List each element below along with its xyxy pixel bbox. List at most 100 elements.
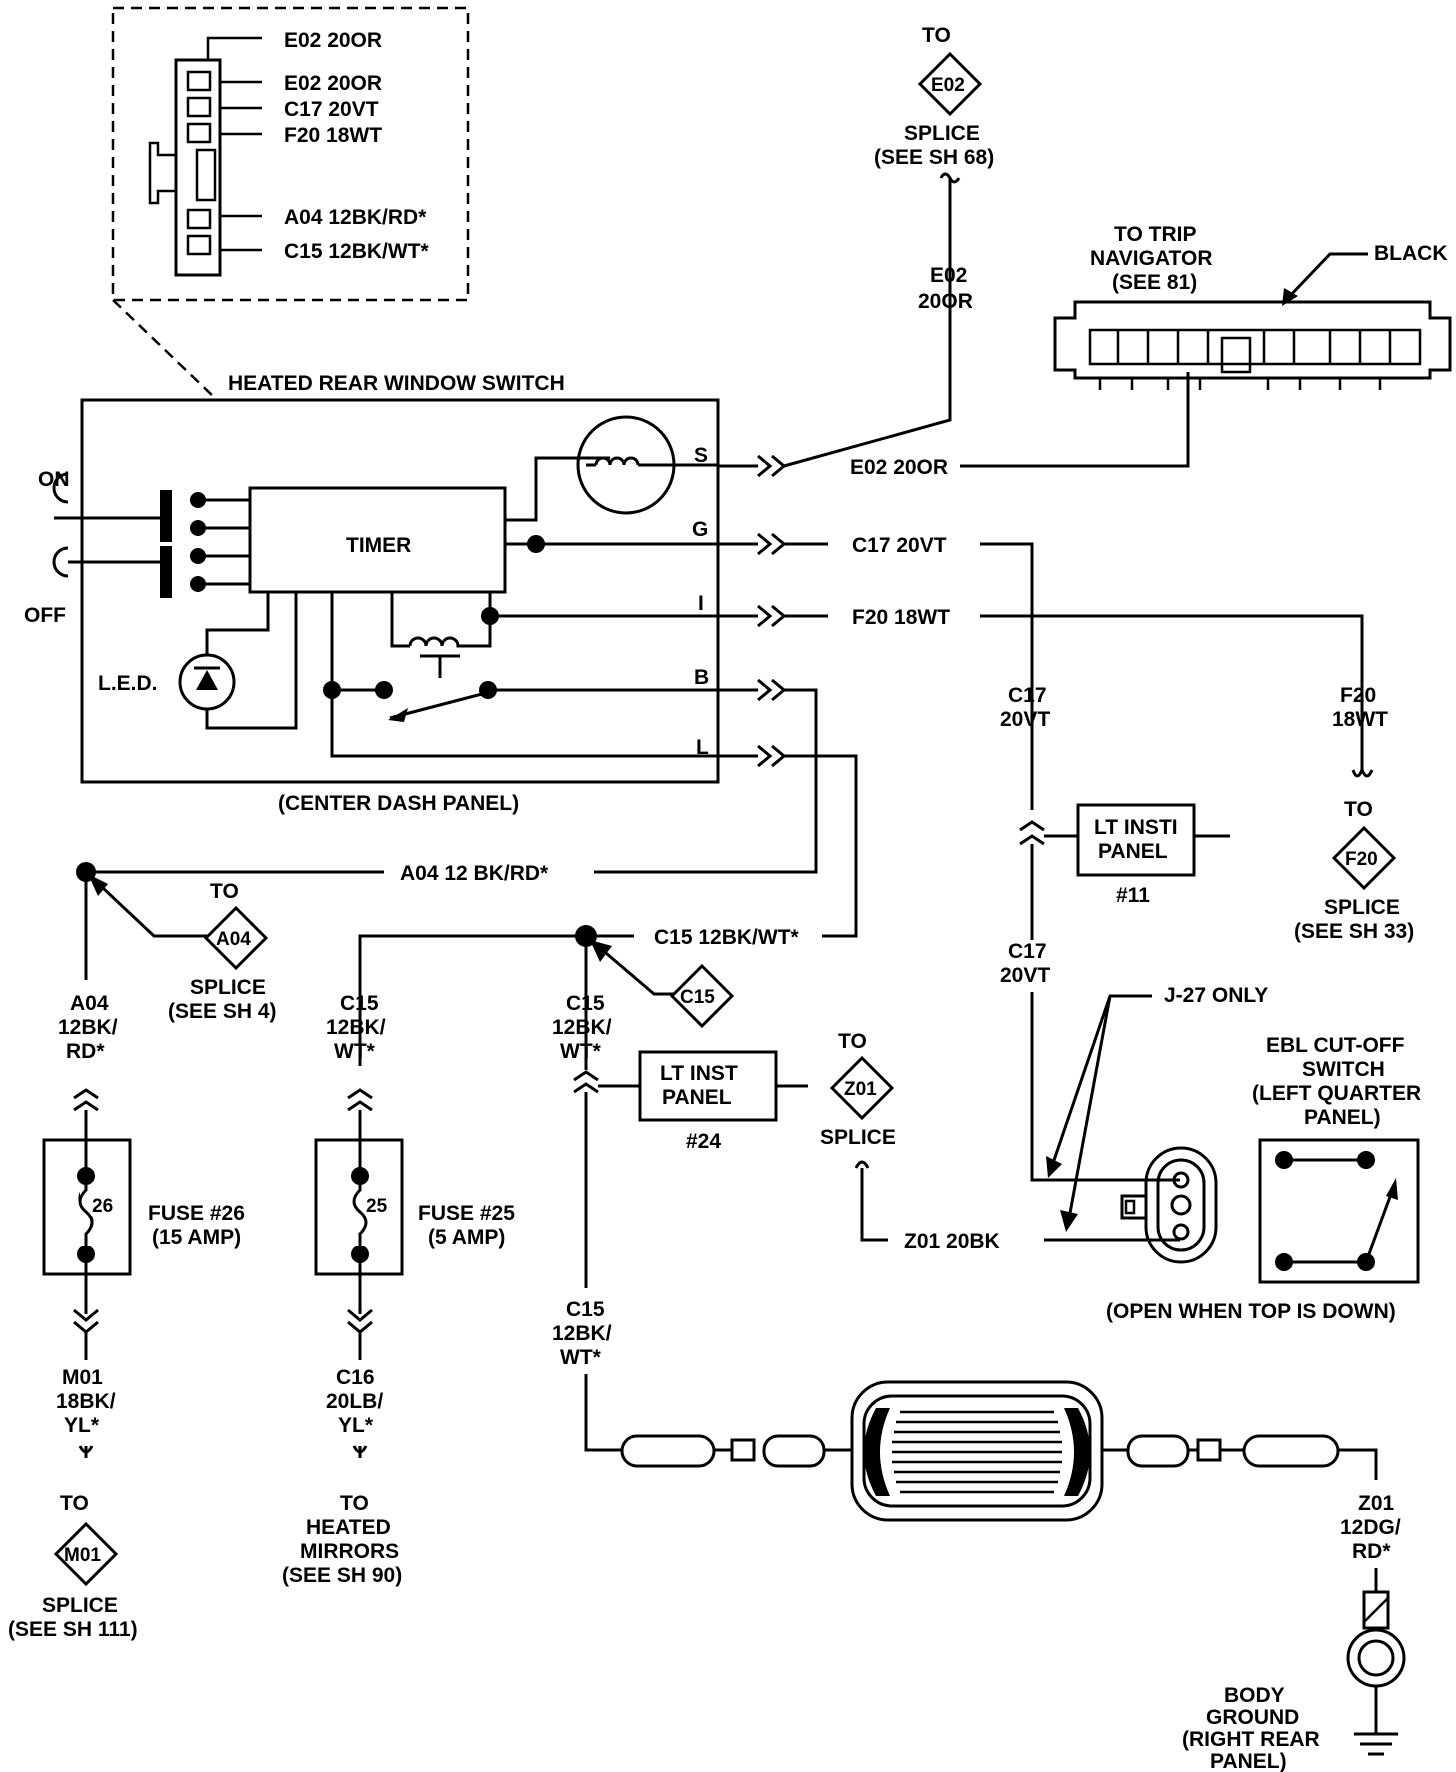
panel-number: #24 <box>686 1130 721 1153</box>
c17-wire-label: 20VT <box>1000 708 1050 731</box>
splice-to-label: TO <box>210 880 239 903</box>
splice-to-label: TO <box>1344 798 1373 821</box>
panel-label: LT INSTI <box>1094 816 1178 839</box>
a04-wire-label: 12BK/ <box>58 1016 118 1039</box>
splice-z01: TO Z01 SPLICE <box>820 1030 896 1149</box>
splice-id: E02 <box>931 75 965 96</box>
z01-wire-label: Z01 <box>1358 1492 1395 1515</box>
rear-window-grid <box>620 1380 1340 1522</box>
f20-wire-label: F20 18WT <box>852 606 950 629</box>
switch-title: HEATED REAR WINDOW SWITCH <box>228 372 565 395</box>
connector-pin-label: C17 20VT <box>284 98 379 121</box>
ground-label: PANEL) <box>1210 1750 1287 1772</box>
splice-label: SPLICE <box>190 976 266 999</box>
body-ground-label: BODY GROUND (RIGHT REAR PANEL) <box>1182 1684 1320 1772</box>
panel-label: PANEL <box>1098 840 1168 863</box>
fuse-26: 26 FUSE #26 (15 AMP) <box>42 1088 245 1334</box>
panel-label: PANEL <box>662 1086 732 1109</box>
fuse-number: 26 <box>92 1196 113 1217</box>
on-label: ON <box>38 468 70 491</box>
c15-wire-label: C15 <box>566 992 605 1015</box>
switch-connector <box>757 454 787 768</box>
fuse-label: (15 AMP) <box>152 1226 241 1249</box>
fuse-label: FUSE #26 <box>148 1202 245 1225</box>
led-icon <box>178 653 236 711</box>
c17-wire-label: C17 20VT <box>852 534 947 557</box>
c15-wire-label: WT* <box>560 1040 602 1063</box>
splice-c15: C15 <box>669 963 735 1029</box>
z01-wire-label: Z01 20BK <box>904 1230 1000 1253</box>
c16-wire-label: C16 <box>336 1366 375 1389</box>
c15-wire-label: 12BK/ <box>552 1016 612 1039</box>
splice-m01: TO M01 SPLICE (SEE SH 111) <box>8 1492 138 1641</box>
splice-id: Z01 <box>844 1079 877 1100</box>
ebl-label: SWITCH <box>1302 1058 1385 1081</box>
c17-wire-label: 20VT <box>1000 964 1050 987</box>
heated-mirrors-label: MIRRORS <box>300 1540 399 1563</box>
splice-id: A04 <box>216 929 251 950</box>
trip-nav-label: TO TRIP <box>1114 223 1196 246</box>
ground-label: (RIGHT REAR <box>1182 1728 1320 1751</box>
trip-nav-label: NAVIGATOR <box>1090 247 1213 270</box>
lt-inst-panel-11: LT INSTI PANEL #11 <box>1044 803 1230 907</box>
heated-mirrors-label: (SEE SH 90) <box>282 1564 402 1587</box>
c15-wire-label: C15 <box>340 992 379 1015</box>
splice-label: SPLICE <box>904 122 980 145</box>
splice-ref: (SEE SH 4) <box>168 1000 277 1023</box>
splice-id: M01 <box>64 1545 101 1566</box>
splice-ref: (SEE SH 68) <box>874 146 994 169</box>
toggle-contact-bar <box>160 546 172 598</box>
splice-to-label: TO <box>922 24 951 47</box>
trip-nav-label: (SEE 81) <box>1112 271 1197 294</box>
c15-wire-label: 12BK/ <box>552 1322 612 1345</box>
c17-wire-label: C17 <box>1008 684 1047 707</box>
trip-navigator-connector: TO TRIP NAVIGATOR (SEE 81) BLACK <box>1053 223 1452 390</box>
body-ground-icon <box>1346 1590 1406 1756</box>
trip-nav-color: BLACK <box>1374 242 1448 265</box>
c15-wire-label: C15 12BK/WT* <box>654 926 800 949</box>
fuse-label: (5 AMP) <box>428 1226 505 1249</box>
splice-id: F20 <box>1345 849 1378 870</box>
heated-mirrors-ref: TO HEATED MIRRORS (SEE SH 90) <box>282 1492 402 1587</box>
a04-wire-label: RD* <box>66 1040 105 1063</box>
heated-mirrors-label: TO <box>340 1492 369 1515</box>
connector-pin-label: A04 12BK/RD* <box>284 206 427 229</box>
e02-wire-label: E02 20OR <box>850 456 948 479</box>
c15-wire-label: WT* <box>334 1040 376 1063</box>
j27-label: J-27 ONLY <box>1164 984 1268 1007</box>
terminal-s: S <box>694 444 708 467</box>
ground-label: GROUND <box>1206 1706 1299 1729</box>
z01-wire-label: 12DG/ <box>1340 1516 1401 1539</box>
splice-to-label: TO <box>838 1030 867 1053</box>
switch-location: (CENTER DASH PANEL) <box>278 792 519 815</box>
c16-wire-label: YL* <box>338 1414 374 1437</box>
ebl-label: PANEL) <box>1304 1106 1381 1129</box>
a04-wire-label: A04 <box>70 992 109 1015</box>
led-label: L.E.D. <box>98 672 158 695</box>
heated-mirrors-label: HEATED <box>306 1516 391 1539</box>
lt-inst-panel-24: LT INST PANEL #24 <box>638 1050 778 1153</box>
fuse-number: 25 <box>366 1196 388 1217</box>
ebl-note: (OPEN WHEN TOP IS DOWN) <box>1106 1300 1396 1323</box>
m01-wire-label: YL* <box>64 1414 100 1437</box>
ebl-cutoff-switch: EBL CUT-OFF SWITCH (LEFT QUARTER PANEL) … <box>1106 1034 1421 1323</box>
e02-wire-label: E02 <box>930 264 967 287</box>
c16-wire-label: 20LB/ <box>326 1390 383 1413</box>
terminal-b: B <box>694 666 709 689</box>
f20-wire-label: 18WT <box>1332 708 1388 731</box>
ebl-label: (LEFT QUARTER <box>1252 1082 1421 1105</box>
terminal-i: I <box>698 592 704 615</box>
e02-wire-label: 20OR <box>918 290 973 313</box>
connector-pin-label: E02 20OR <box>284 29 382 52</box>
panel-label: LT INST <box>660 1062 738 1085</box>
z01-wire-label: RD* <box>1352 1540 1391 1563</box>
panel-number: #11 <box>1116 884 1150 907</box>
j27-connector <box>1120 1146 1218 1264</box>
f20-wire-label: F20 <box>1340 684 1376 707</box>
connector-detail: E02 20OR E02 20OR C17 20VT F20 18WT A04 … <box>111 6 470 399</box>
splice-label: SPLICE <box>820 1126 896 1149</box>
splice-f20: TO F20 SPLICE (SEE SH 33) <box>1294 798 1414 943</box>
off-label: OFF <box>24 604 66 627</box>
splice-to-label: TO <box>60 1492 89 1515</box>
toggle-contacts <box>190 492 206 592</box>
